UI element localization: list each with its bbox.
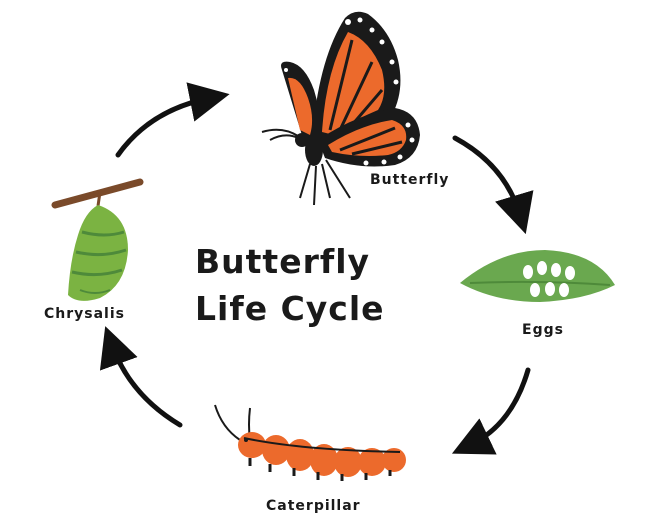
stage-label-caterpillar: Caterpillar [266,498,361,514]
arrow-caterpillar-to-chrysalis-icon [99,326,183,428]
stage-label-chrysalis: Chrysalis [44,306,125,322]
diagram-title: Butterfly Life Cycle [195,238,435,332]
eggs-on-leaf-icon [460,250,615,302]
title-line-2: Life Cycle [195,289,385,328]
caterpillar-icon [214,404,406,481]
arrow-eggs-to-caterpillar-icon [451,367,531,455]
arrow-chrysalis-to-butterfly-icon [115,82,230,158]
butterfly-icon [261,11,420,206]
chrysalis-icon [51,178,144,301]
title-line-1: Butterfly [195,242,371,281]
stage-label-butterfly: Butterfly [370,172,450,188]
arrow-butterfly-to-eggs-icon [452,135,534,235]
stage-label-eggs: Eggs [522,322,564,338]
